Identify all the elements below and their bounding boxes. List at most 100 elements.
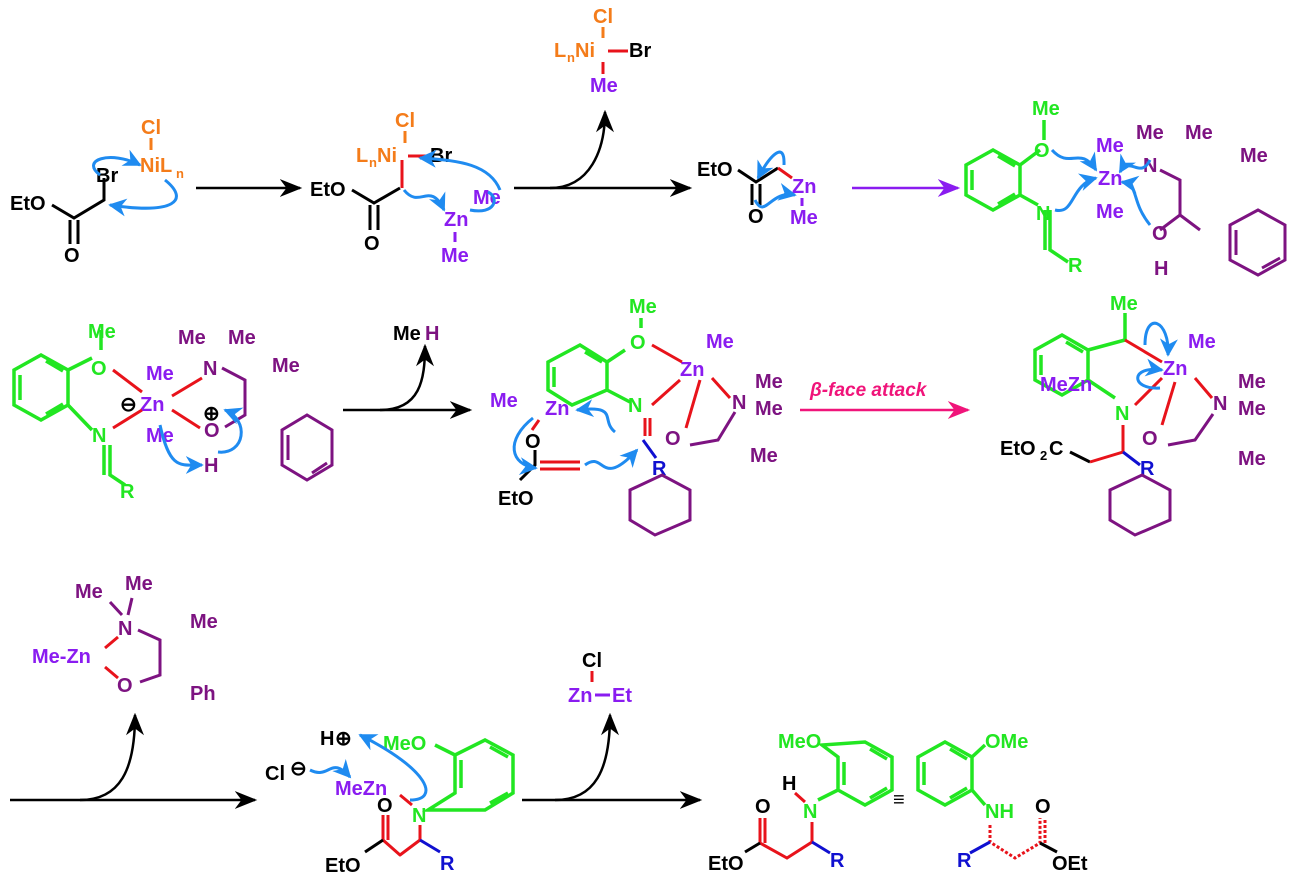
svg-text:O: O	[1035, 796, 1051, 818]
svg-text:N: N	[1143, 155, 1157, 177]
svg-text:R: R	[120, 481, 135, 503]
svg-text:O: O	[1034, 140, 1050, 162]
svg-text:O: O	[525, 431, 541, 453]
svg-text:O: O	[1152, 223, 1168, 245]
svg-text:N: N	[1036, 203, 1050, 225]
label-o: O	[64, 245, 80, 267]
svg-text:Br: Br	[629, 40, 651, 62]
svg-text:NH: NH	[985, 801, 1014, 823]
step-label-beta-face-attack: β-face attack	[809, 380, 928, 401]
svg-text:R: R	[830, 850, 845, 872]
svg-text:β-face attack: β-face attack	[809, 380, 928, 401]
svg-text:L: L	[554, 40, 566, 62]
byproduct-arrow-4	[379, 343, 434, 412]
svg-text:Me: Me	[1188, 331, 1216, 353]
svg-text:H: H	[1154, 258, 1168, 280]
svg-text:Me: Me	[393, 323, 421, 345]
svg-text:R: R	[440, 853, 455, 875]
product-beta-amino-ester-redrawn: OMe NH O OEt R	[916, 731, 1088, 875]
svg-text:Me: Me	[1238, 448, 1266, 470]
byproduct-methane: Me H	[393, 323, 439, 345]
svg-text:N: N	[1213, 393, 1227, 415]
svg-text:Cl: Cl	[593, 6, 613, 28]
label-nil: NiL	[140, 155, 172, 177]
svg-text:Ni: Ni	[377, 145, 397, 167]
svg-text:O: O	[748, 206, 764, 228]
svg-text:Cl: Cl	[265, 763, 285, 785]
svg-text:H: H	[320, 728, 334, 750]
svg-text:EtO: EtO	[310, 179, 346, 201]
byproduct-arrow-7	[554, 712, 619, 802]
svg-text:H: H	[425, 323, 439, 345]
svg-text:O: O	[364, 233, 380, 255]
svg-text:⊖: ⊖	[120, 394, 137, 416]
svg-text:Me-Zn: Me-Zn	[32, 646, 91, 668]
svg-text:Me: Me	[1032, 98, 1060, 120]
svg-text:OMe: OMe	[985, 731, 1028, 753]
svg-text:O: O	[117, 675, 133, 697]
svg-text:Me: Me	[272, 355, 300, 377]
svg-text:Me: Me	[706, 331, 734, 353]
svg-text:⊕: ⊕	[203, 403, 220, 425]
svg-text:Me: Me	[146, 363, 174, 385]
byproduct-cl-zn-et: Cl Zn Et	[568, 650, 632, 707]
svg-text:n: n	[369, 155, 377, 170]
svg-text:n: n	[176, 166, 184, 181]
electron-arrow	[108, 178, 178, 217]
byproduct-arrow-2	[549, 109, 614, 190]
svg-text:Me: Me	[1185, 122, 1213, 144]
structure-post-addition: Me N MeZn Zn Me N Me Me O Me EtO 2 C R	[1000, 293, 1266, 537]
equivalence-sign: ≡	[893, 789, 905, 811]
svg-text:Me: Me	[88, 321, 116, 343]
structure-zincate-complex: O Me N R ⊖ Zn Me Me N Me Me Me O H ⊕	[12, 321, 334, 503]
svg-text:n: n	[567, 50, 575, 65]
svg-text:N: N	[118, 618, 132, 640]
structure-zinc-amide: Cl ⊖ H ⊕ MeZn MeO N O EtO R	[265, 728, 515, 877]
byproduct-arrow-6	[79, 712, 144, 802]
svg-text:Me: Me	[1096, 135, 1124, 157]
svg-text:O: O	[1142, 428, 1158, 450]
svg-text:Zn: Zn	[545, 398, 569, 420]
svg-text:Me: Me	[750, 445, 778, 467]
svg-text:EtO: EtO	[697, 159, 733, 181]
svg-text:O: O	[665, 428, 681, 450]
svg-text:MeZn: MeZn	[1040, 374, 1092, 396]
svg-text:MeO: MeO	[778, 731, 821, 753]
svg-text:Zn: Zn	[140, 394, 164, 416]
svg-text:Zn: Zn	[444, 209, 468, 231]
svg-text:MeO: MeO	[383, 733, 426, 755]
svg-text:Me: Me	[1136, 122, 1164, 144]
svg-text:Me: Me	[1110, 293, 1138, 315]
byproduct-zinc-aminoalkoxide: Me Me N Me Me-Zn O Ph	[32, 573, 218, 705]
svg-text:OEt: OEt	[1052, 853, 1088, 875]
svg-text:Zn: Zn	[792, 176, 816, 198]
svg-text:Me: Me	[755, 398, 783, 420]
svg-text:N: N	[803, 801, 817, 823]
svg-text:N: N	[628, 395, 642, 417]
svg-text:Me: Me	[1238, 371, 1266, 393]
svg-text:EtO: EtO	[498, 488, 534, 510]
svg-text:Me: Me	[1096, 201, 1124, 223]
label-br: Br	[96, 165, 118, 187]
svg-text:Me: Me	[75, 581, 103, 603]
svg-text:Zn: Zn	[568, 685, 592, 707]
svg-text:Me: Me	[790, 207, 818, 229]
structure-bromoacetate-ni: EtO O Br NiL n Cl	[10, 117, 184, 267]
svg-text:R: R	[1068, 255, 1083, 277]
svg-text:N: N	[732, 392, 746, 414]
svg-text:Zn: Zn	[680, 359, 704, 381]
electron-arrow	[92, 149, 142, 177]
svg-text:Zn: Zn	[1098, 168, 1122, 190]
svg-text:O: O	[377, 795, 393, 817]
svg-text:N: N	[412, 805, 426, 827]
svg-text:Me: Me	[228, 327, 256, 349]
svg-text:EtO: EtO	[325, 855, 361, 877]
bond	[51, 178, 106, 220]
svg-text:MeZn: MeZn	[335, 778, 387, 800]
svg-text:Me: Me	[190, 611, 218, 633]
svg-text:C: C	[1049, 438, 1063, 460]
svg-text:Me: Me	[1238, 398, 1266, 420]
label-cl: Cl	[141, 117, 161, 139]
svg-text:Me: Me	[125, 573, 153, 595]
svg-text:Me: Me	[146, 425, 174, 447]
